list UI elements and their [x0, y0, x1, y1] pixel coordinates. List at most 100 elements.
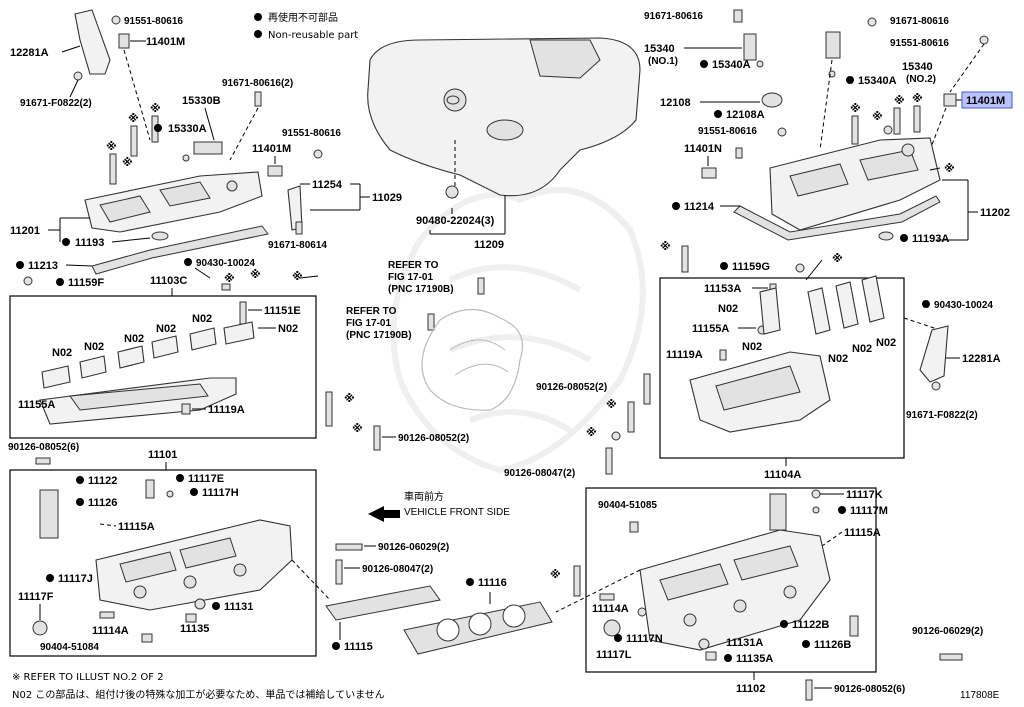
label-91671-80616-d[interactable]: 91671-80616 — [890, 16, 949, 27]
bolt-91551-80616-c[interactable] — [979, 35, 989, 45]
label-91551-80616-a[interactable]: 91551-80616 — [124, 16, 183, 27]
label-11115A-b[interactable]: 11115A — [844, 527, 881, 539]
bolt-91671-F0822-left[interactable] — [73, 71, 83, 81]
label-91551-80616-b[interactable]: 91551-80616 — [282, 128, 341, 139]
bolt-91671-80616-d[interactable] — [867, 17, 877, 27]
pin-11114A-b[interactable] — [599, 593, 615, 601]
label-11117E[interactable]: 11117E — [188, 473, 224, 485]
label-15340A-b[interactable]: 15340A — [858, 75, 897, 87]
label-91671-F0822-left[interactable]: 91671-F0822(2) — [20, 98, 92, 109]
label-11401M-b[interactable]: 11401M — [252, 143, 291, 155]
camshaft-housing-11155A[interactable] — [39, 377, 237, 425]
gasket-11214[interactable] — [733, 195, 941, 241]
label-91671-80616-c[interactable]: 91671-80616 — [644, 11, 703, 22]
label-90126-08047-2b[interactable]: 90126-08047(2) — [362, 564, 433, 575]
bolt-right-6[interactable] — [573, 565, 581, 597]
sensor-11401M-a[interactable] — [118, 33, 130, 49]
label-11213[interactable]: 11213 — [28, 260, 58, 272]
bolt-left-4[interactable] — [325, 391, 333, 427]
stud-90126-08052-2[interactable] — [373, 425, 381, 451]
bolt-91551-80616-a[interactable] — [111, 15, 121, 25]
plug-11117F[interactable] — [32, 620, 48, 636]
label-11159G[interactable]: 11159G — [732, 261, 770, 273]
bearing-caps-right[interactable] — [759, 275, 885, 335]
label-11103C[interactable]: 11103C — [150, 275, 187, 287]
plug-11117E[interactable] — [145, 479, 155, 499]
bolt-91671-80616-2[interactable] — [254, 91, 262, 107]
bolt-91671-80616-c[interactable] — [733, 9, 743, 23]
refer-fig-b-3[interactable]: (PNC 17190B) — [346, 330, 412, 341]
bolt-right-1[interactable] — [851, 115, 859, 145]
grommet-90480[interactable] — [445, 185, 459, 199]
bolt-left-3[interactable] — [109, 153, 117, 185]
label-11126B[interactable]: 11126B — [814, 639, 851, 651]
label-11135A[interactable]: 11135A — [736, 653, 773, 665]
bracket-12281A-right[interactable] — [919, 325, 949, 383]
label-11115A-a[interactable]: 11115A — [118, 521, 155, 533]
label-90126-06029-2b[interactable]: 90126-06029(2) — [912, 626, 983, 637]
label-15330A[interactable]: 15330A — [168, 123, 207, 135]
label-11114A-a[interactable]: 11114A — [92, 625, 129, 637]
label-90404-51084[interactable]: 90404-51084 — [40, 642, 99, 653]
gasket-11159G[interactable] — [795, 263, 805, 273]
label-11104A[interactable]: 11104A — [764, 469, 801, 481]
label-11119A-b[interactable]: 11119A — [666, 349, 703, 361]
cylinder-head-cover-11201[interactable] — [84, 171, 263, 233]
label-11117H[interactable]: 11117H — [202, 487, 239, 499]
label-12281A-right[interactable]: 12281A — [962, 353, 1001, 365]
label-11214[interactable]: 11214 — [684, 201, 715, 213]
label-90126-08052-6a[interactable]: 90126-08052(6) — [8, 442, 79, 453]
stud-90126-08047-b[interactable] — [335, 559, 343, 585]
label-11117L[interactable]: 11117L — [596, 649, 632, 661]
label-11116[interactable]: 11116 — [478, 577, 507, 589]
sensor-11401M-b[interactable] — [267, 165, 283, 177]
label-11126[interactable]: 11126 — [88, 497, 117, 509]
label-90404-51085[interactable]: 90404-51085 — [598, 500, 657, 511]
label-11135[interactable]: 11135 — [180, 623, 209, 635]
label-15340-1[interactable]: 15340 — [644, 43, 675, 55]
refer-fig-a-2[interactable]: FIG 17-01 — [388, 272, 433, 283]
label-11131A[interactable]: 11131A — [726, 637, 763, 649]
label-11117M[interactable]: 11117M — [850, 505, 888, 517]
ocv-15340-no2[interactable] — [825, 31, 841, 59]
bolt-left-2[interactable] — [130, 125, 138, 157]
stud-90126-08052-6b[interactable] — [805, 679, 813, 701]
cylinder-head-11101[interactable] — [95, 519, 293, 611]
label-11201[interactable]: 11201 — [10, 225, 40, 237]
plug-90404-51084[interactable] — [141, 633, 153, 643]
plug-11117L[interactable] — [603, 619, 621, 637]
oil-filler-cap-12108[interactable] — [761, 92, 783, 108]
label-12281A-left[interactable]: 12281A — [10, 47, 49, 59]
pin-11114A-a[interactable] — [99, 611, 115, 619]
label-11401M-a[interactable]: 11401M — [146, 36, 185, 48]
label-11254[interactable]: 11254 — [312, 179, 343, 191]
stud-90126-08052-2a[interactable] — [643, 373, 651, 405]
bracket-12281A-left[interactable] — [74, 9, 111, 75]
bolt-91671-F0822-right[interactable] — [931, 381, 941, 391]
bolt-11151E[interactable] — [239, 301, 247, 325]
label-90430-10024-b[interactable]: 90430-10024 — [934, 300, 993, 311]
label-90126-06029-2a[interactable]: 90126-06029(2) — [378, 542, 449, 553]
label-11151E[interactable]: 11151E — [264, 305, 301, 317]
label-11193A[interactable]: 11193A — [912, 233, 949, 245]
bolt-right-5[interactable] — [627, 401, 635, 433]
stud-90126-06029-a[interactable] — [335, 543, 363, 551]
label-11155A-a[interactable]: 11155A — [18, 399, 55, 411]
label-90126-08052-2b[interactable]: 90126-08052(2) — [398, 433, 469, 444]
label-90430-10024-a[interactable]: 90430-10024 — [196, 258, 255, 269]
label-11117N[interactable]: 11117N — [626, 633, 663, 645]
label-12108A[interactable]: 12108A — [726, 109, 765, 121]
label-11153A[interactable]: 11153A — [704, 283, 741, 295]
label-11114A-b[interactable]: 11114A — [592, 603, 629, 615]
label-11159F[interactable]: 11159F — [68, 277, 104, 289]
gasket-11131[interactable] — [194, 598, 206, 610]
label-90480-22024[interactable]: 90480-22024(3) — [416, 215, 495, 227]
label-90126-08052-2a[interactable]: 90126-08052(2) — [536, 382, 607, 393]
label-11401N[interactable]: 11401N — [684, 143, 722, 155]
plug-11135A[interactable] — [705, 651, 717, 661]
label-11117K[interactable]: 11117K — [846, 489, 883, 501]
stud-90126-08052-6a[interactable] — [35, 457, 51, 465]
label-11117F[interactable]: 11117F — [18, 591, 54, 603]
highlight-box-11401M[interactable] — [961, 91, 1013, 109]
engine-cover-11209[interactable] — [367, 37, 641, 197]
